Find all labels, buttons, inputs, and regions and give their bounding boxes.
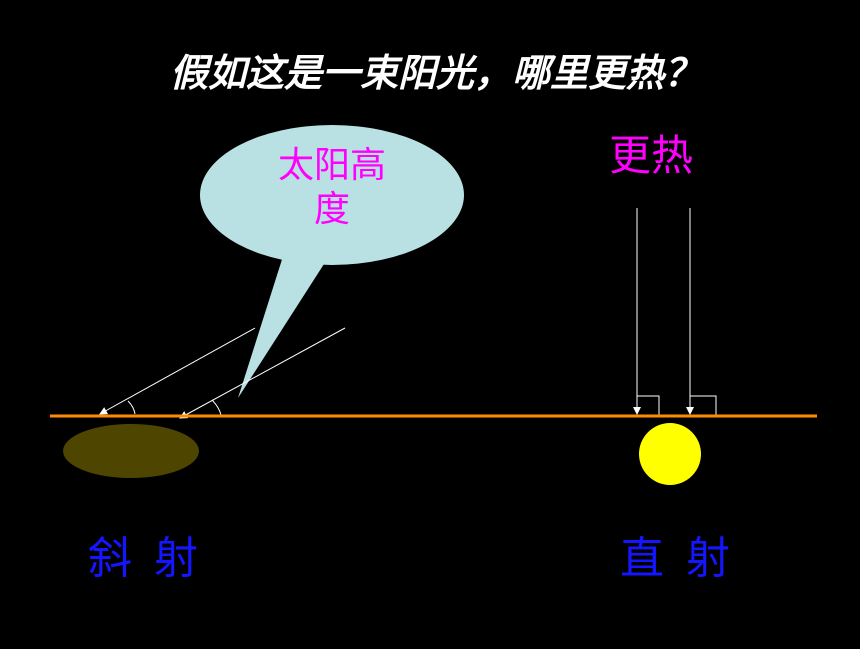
oblique-ray-right (179, 327, 346, 419)
oblique-ray-left (99, 327, 256, 415)
oblique-angle-arc-left (127, 400, 136, 415)
speech-bubble (200, 125, 464, 398)
hotter-label: 更热 (609, 131, 694, 180)
sun-altitude-label: 太阳高度 (277, 145, 386, 230)
right-angle-mark-right (690, 395, 717, 416)
direct-radiation-label: 直 射 (620, 533, 734, 584)
right-angle-mark-left (637, 395, 660, 416)
oblique-angle-arc-right (211, 399, 222, 416)
oblique-radiation-label: 斜 射 (88, 533, 202, 584)
page-title: 假如这是一束阳光，哪里更热？ (170, 51, 703, 95)
direct-lit-area (639, 423, 701, 485)
oblique-lit-area (63, 424, 199, 478)
